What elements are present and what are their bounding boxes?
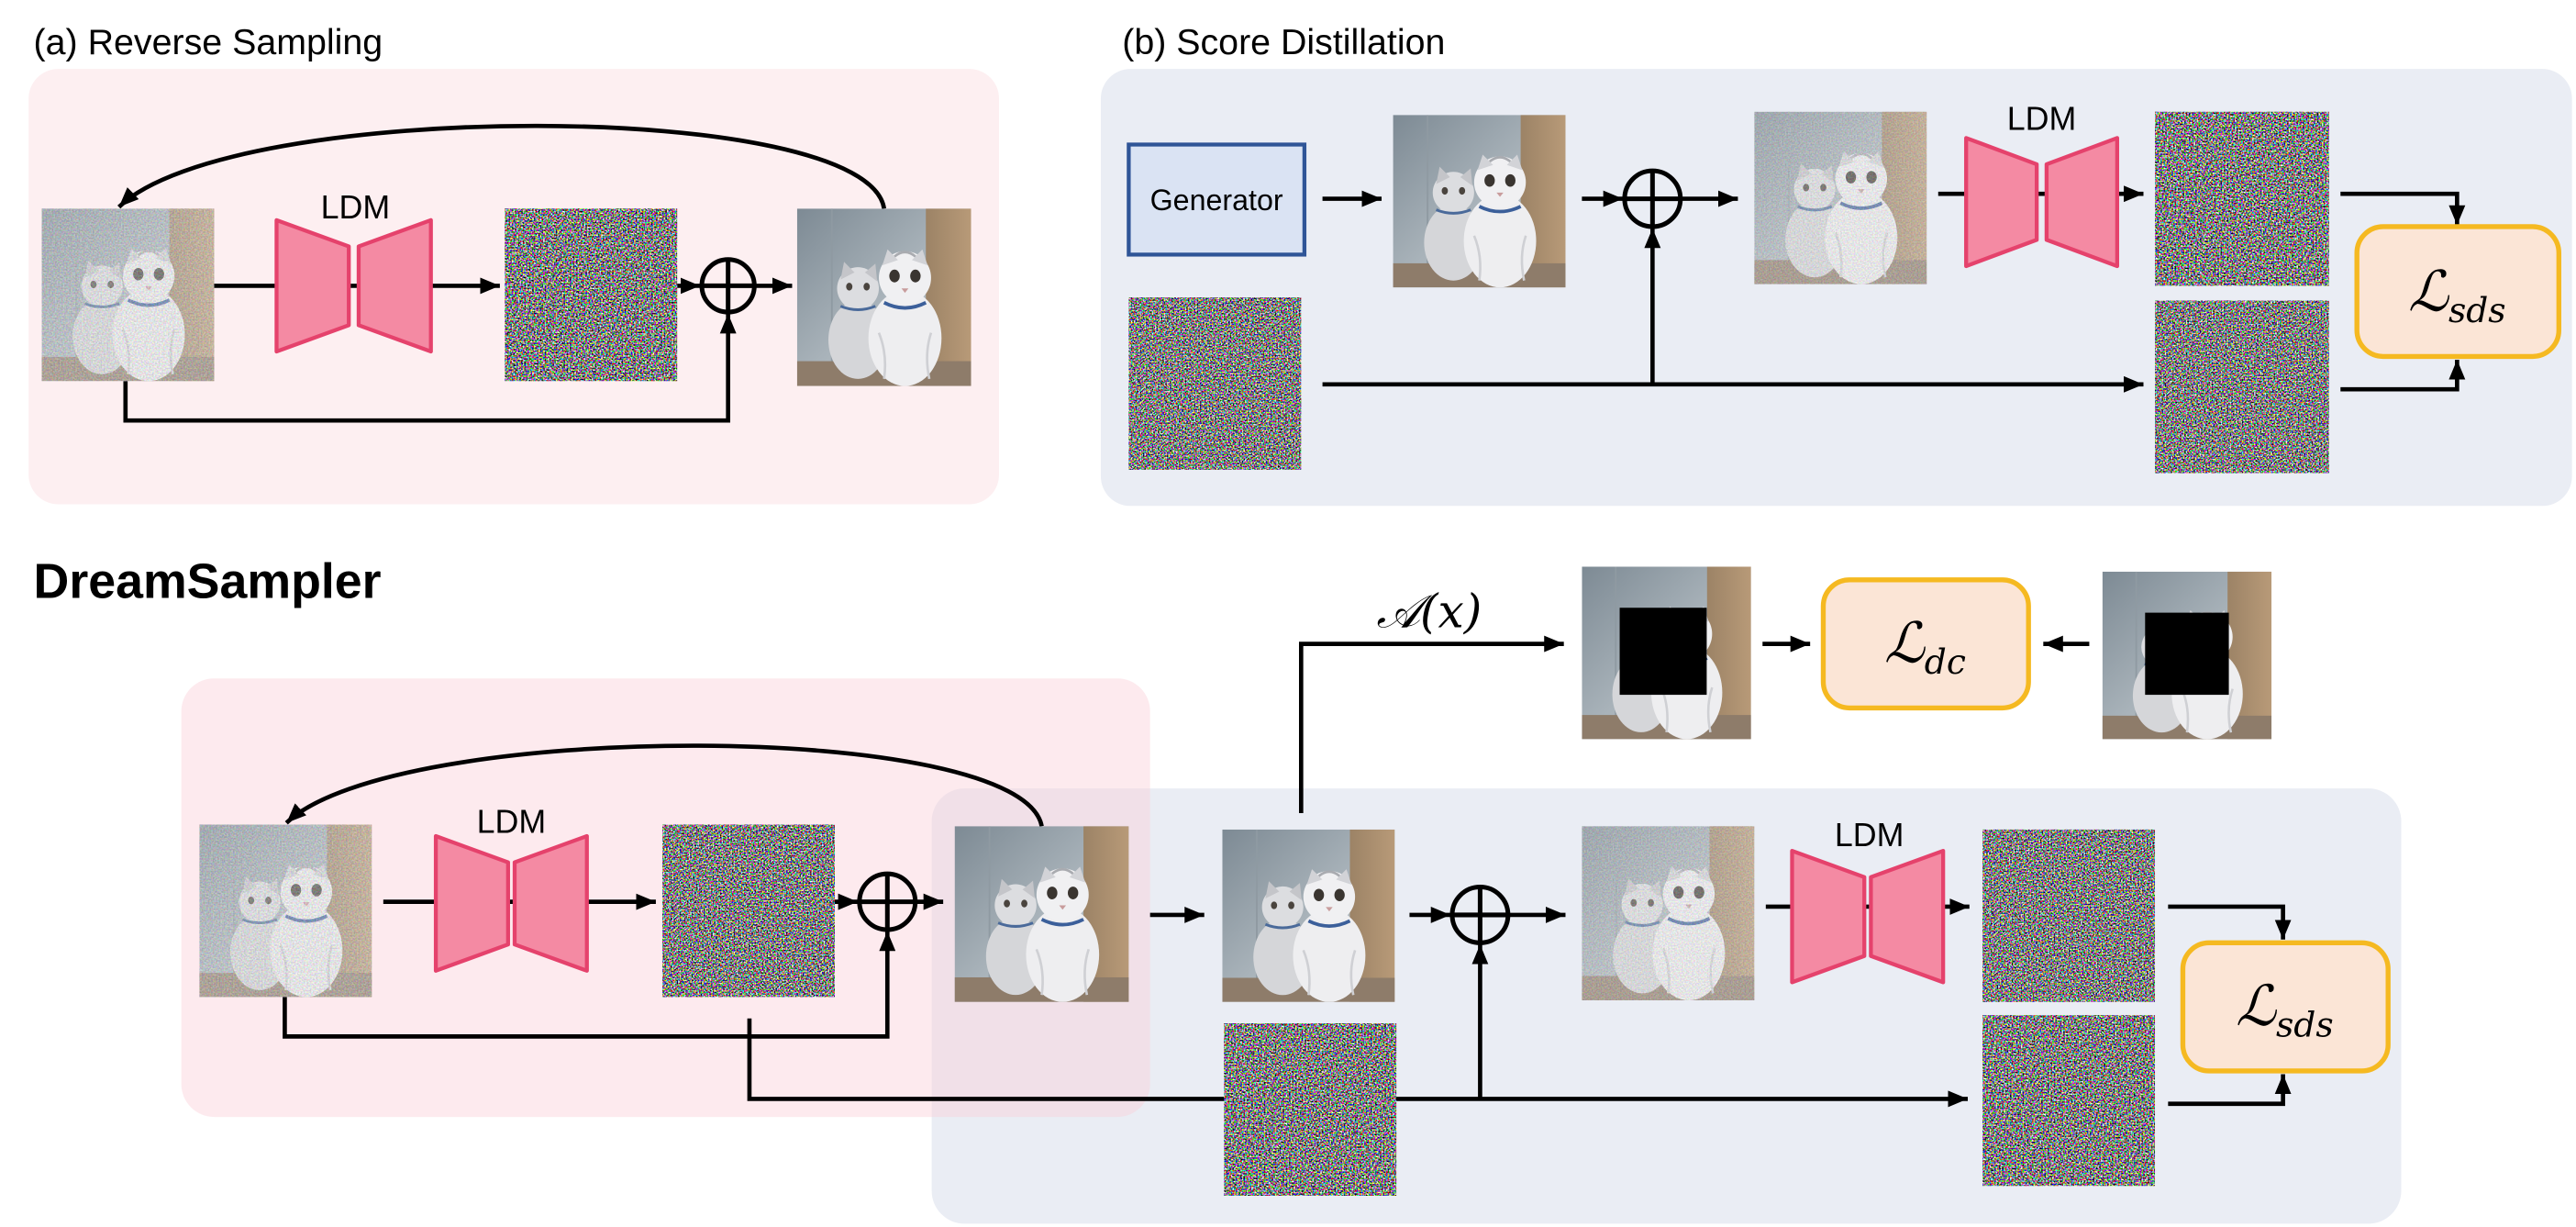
- skip-arrow: [123, 313, 737, 423]
- loss-sds-label: ℒsds: [2236, 975, 2333, 1045]
- noisy-cat-image: [1582, 826, 1755, 1001]
- prediction-to-loss-arrow: [2340, 191, 2466, 226]
- ldm-label: LDM: [2007, 100, 2077, 137]
- loss-sds-box: ℒsds: [2180, 940, 2391, 1074]
- noise-to-loss-arrow: [2168, 1074, 2292, 1107]
- ldm-label: LDM: [1835, 817, 1904, 853]
- ldm-hourglass-icon: [433, 833, 589, 973]
- noisy-cat-image: [41, 208, 215, 382]
- ldm-label: LDM: [321, 189, 391, 226]
- noise-arrow: [747, 1018, 1968, 1108]
- loss-sds-label: ℒsds: [2408, 260, 2505, 330]
- ldm-hourglass-icon: [274, 218, 433, 354]
- plus-circle-icon: [857, 871, 918, 932]
- masked-measurement-image: [2102, 571, 2272, 740]
- plus-circle-icon: [699, 257, 757, 315]
- noise-to-loss-arrow: [2340, 359, 2466, 392]
- plus-circle-icon: [1622, 168, 1683, 229]
- panel-b-score-distillation: (b) Score Distillation Generator LDM: [1100, 22, 2572, 507]
- operator-arrow: [1298, 635, 1564, 813]
- cat-image: [796, 208, 972, 386]
- predicted-noise-image: [2155, 112, 2329, 286]
- noise-image: [2155, 301, 2329, 474]
- prediction-to-loss-arrow: [2168, 904, 2292, 940]
- noise-image: [1128, 297, 1301, 470]
- operator-label: 𝒜(x): [1377, 585, 1482, 639]
- dreamsampler-section: DreamSampler LDM: [34, 553, 2402, 1224]
- noise-image: [1224, 1023, 1396, 1196]
- ldm-hourglass-icon: [1964, 136, 2120, 269]
- dreamsampler-title: DreamSampler: [34, 553, 382, 608]
- panel-a-reverse-sampling: (a) Reverse Sampling LDM: [28, 22, 999, 505]
- noisy-cat-image: [199, 824, 372, 998]
- masked-cat-image: [1582, 566, 1751, 740]
- cat-image: [1393, 115, 1566, 288]
- skip-arrow: [283, 931, 896, 1039]
- panel-b-title: (b) Score Distillation: [1122, 22, 1445, 62]
- loop-back-arrow: [284, 743, 1044, 827]
- ldm-hourglass-icon: [1790, 848, 1946, 985]
- ldm-label: LDM: [477, 803, 547, 840]
- loss-sds-box: ℒsds: [2354, 224, 2562, 360]
- cat-image: [1222, 829, 1395, 1002]
- generator-box: Generator: [1127, 142, 1307, 257]
- plus-circle-icon: [1449, 885, 1511, 945]
- loss-dc-label: ℒdc: [1884, 611, 1966, 682]
- noise-image: [505, 208, 677, 381]
- noise-image: [1982, 1015, 2155, 1186]
- predicted-noise-image: [1982, 830, 2155, 1002]
- cat-image: [954, 826, 1129, 1002]
- panel-a-title: (a) Reverse Sampling: [34, 22, 383, 62]
- loop-back-arrow: [117, 123, 887, 209]
- loss-dc-box: ℒdc: [1820, 577, 2031, 711]
- generator-label: Generator: [1150, 184, 1283, 217]
- noise-image: [662, 824, 835, 997]
- noisy-cat-image: [1754, 111, 1927, 284]
